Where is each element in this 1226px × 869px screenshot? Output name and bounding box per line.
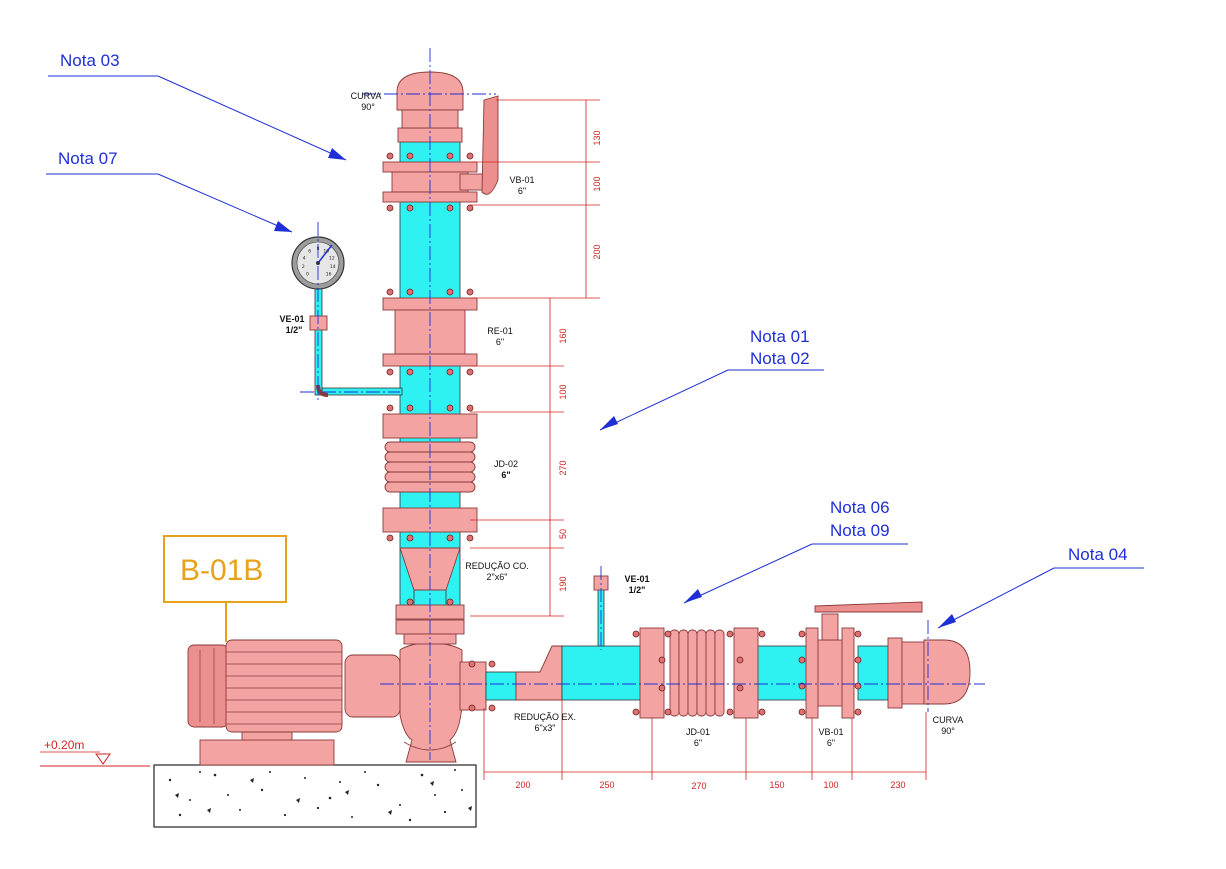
vb01-top-name: VB-01 [509,175,534,185]
motor [187,639,343,766]
note-09: Nota 09 [830,521,890,540]
ve01-gauge-size: 1/2" [286,325,303,335]
curva-right-name: CURVA [933,715,964,725]
gauge-tick-label: 8 [317,246,320,252]
curva-top-name: CURVA [351,91,382,101]
horizontal-dimensions: 200 250 270 150 100 230 [483,700,927,791]
note-04: Nota 04 [1068,545,1128,564]
gauge-tick-label: 2 [302,264,305,270]
ve01-right-name: VE-01 [624,574,649,584]
jd01-size: 6" [694,738,702,748]
vb01-right-size: 6" [827,738,835,748]
jd02-name: JD-02 [494,459,518,469]
re01-name: RE-01 [487,326,513,336]
note-06-arrow-icon [684,589,702,603]
dim-h-1: 200 [515,780,530,790]
pump [344,642,496,763]
note-06: Nota 06 [830,498,890,517]
dim-v-8: 190 [558,576,568,591]
ve01-right-size: 1/2" [629,585,646,595]
dim-v-4: 160 [558,328,568,343]
dim-v-5: 100 [558,384,568,399]
note-callouts: Nota 03 Nota 07 Nota 01 Nota 02 Nota 06 … [46,51,1144,629]
concrete-base [153,764,477,828]
vb01-right-name: VB-01 [818,727,843,737]
curva-top-size: 90° [361,102,375,112]
joint-jd01 [632,627,766,719]
note-03-arrow-icon [328,148,346,160]
gauge-tick-label: 0 [306,272,309,278]
dim-h-4: 150 [769,780,784,790]
note-02: Nota 02 [750,349,810,368]
dim-h-6: 230 [890,780,905,790]
gauge-tick-label: 16 [326,272,332,278]
reducao-ex-size: 6"x3" [535,723,556,733]
note-04-arrow-icon [938,614,956,628]
dim-h-5: 100 [823,780,838,790]
pump-flange-bolts [468,660,496,712]
note-07: Nota 07 [58,149,118,168]
gauge-tick-label: 10 [323,249,329,255]
dim-v-7: 50 [558,529,568,539]
note-01: Nota 01 [750,327,810,346]
dim-v-6: 270 [558,460,568,475]
equipment-tag-label: B-01B [180,554,263,587]
vb01-top-size: 6" [518,186,526,196]
note-03: Nota 03 [60,51,120,70]
re01-size: 6" [496,337,504,347]
vertical-dimensions: 130 100 200 160 100 270 50 190 [470,99,602,617]
reducao-co-size: 2"x6" [487,572,508,582]
ve01-gauge-name: VE-01 [279,314,304,324]
gauge-tick-label: 6 [308,249,311,255]
equipment-tag: B-01B [163,535,287,642]
dim-h-2: 250 [599,780,614,790]
gauge-tick-label: 12 [329,255,335,261]
gauge-tick-label: 4 [303,255,306,261]
dim-h-3: 270 [691,781,706,791]
dim-v-1: 130 [592,130,602,145]
dim-v-2: 100 [592,176,602,191]
jd02-size: 6" [501,470,510,480]
note-07-arrow-icon [274,221,292,232]
component-labels: CURVA 90° VB-01 6" RE-01 6" JD-02 6" RED… [279,91,963,748]
gauge-tick-label: 14 [330,264,336,270]
dim-v-3: 200 [592,244,602,259]
pressure-gauge-branch [291,236,403,397]
note-01-arrow-icon [600,416,618,430]
level-label: +0.20m [44,738,84,752]
reducao-co-name: REDUÇÃO CO. [465,561,529,571]
curve-right [887,637,971,709]
curva-right-size: 90° [941,726,955,736]
level-marker: +0.20m [40,738,150,767]
reducao-ex-name: REDUÇÃO EX. [514,712,576,722]
centerlines [300,48,985,760]
valve-vb01-right [798,601,923,719]
jd01-name: JD-01 [686,727,710,737]
